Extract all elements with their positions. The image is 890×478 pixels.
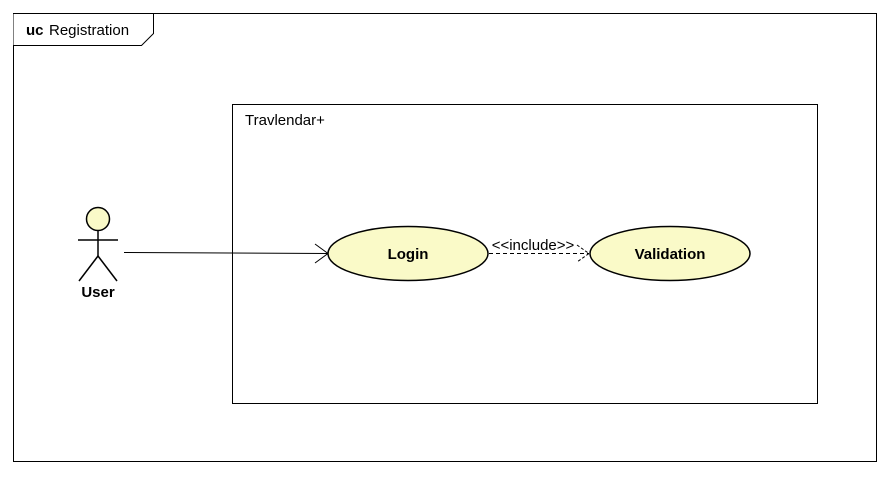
include-relationship[interactable]: <<include>>: [489, 237, 590, 263]
actor-left-leg: [78, 255, 99, 282]
system-title: Travlendar+: [245, 112, 325, 129]
association-line: [123, 252, 329, 254]
actor-label: User: [81, 284, 115, 301]
use-case-validation[interactable]: Validation: [589, 225, 751, 282]
use-case-login[interactable]: Login: [327, 225, 489, 282]
frame-name: Registration: [49, 22, 129, 39]
actor-user[interactable]: User: [78, 206, 118, 302]
frame-tab: [13, 13, 154, 46]
actor-head: [85, 206, 111, 232]
actor-right-leg: [97, 255, 118, 282]
use-case-validation-label: Validation: [635, 246, 706, 263]
frame-keyword: uc: [26, 22, 44, 39]
use-case-login-ellipse: [327, 225, 489, 282]
include-stereotype: <<include>>: [492, 237, 575, 254]
use-case-login-label: Login: [388, 246, 429, 263]
use-case-validation-ellipse: [589, 225, 751, 282]
